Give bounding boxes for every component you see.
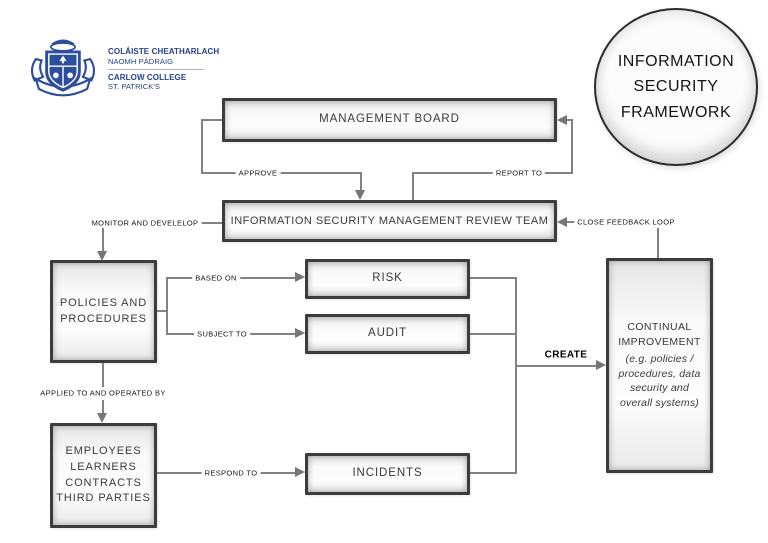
arrow-left-icon xyxy=(557,217,567,227)
node-review-team: INFORMATION SECURITY MANAGEMENT REVIEW T… xyxy=(222,200,557,242)
connector-approve xyxy=(201,119,222,121)
connector-applied-to xyxy=(102,363,104,387)
node-risk: RISK xyxy=(305,259,470,299)
connector-audit-out xyxy=(470,333,517,335)
college-logo: COLÁISTE CHEATHARLACH NAOMH PÁDRAIG CARL… xyxy=(26,34,219,104)
connector-report-to xyxy=(412,172,573,174)
connector-approve xyxy=(360,172,362,192)
edge-label-monitor: MONITOR AND DEVELELOP xyxy=(88,218,202,228)
logo-irish-subtitle: NAOMH PÁDRAIG xyxy=(108,56,174,66)
connector-risk-out xyxy=(470,277,517,279)
connector-merge xyxy=(515,277,517,474)
edge-label-subject-to: SUBJECT TO xyxy=(194,329,250,339)
connector-close-loop xyxy=(657,228,659,258)
edge-label-approve: APPROVE xyxy=(235,168,281,178)
connector-monitor xyxy=(102,228,104,253)
connector-report-to xyxy=(412,173,414,200)
logo-divider xyxy=(108,68,204,70)
connector-monitor xyxy=(196,222,222,224)
arrow-right-icon xyxy=(596,360,606,370)
connector-create xyxy=(515,365,597,367)
connector-approve xyxy=(201,172,361,174)
connector-report-to xyxy=(566,119,573,121)
edge-label-applied-to: APPLIED TO AND OPERATED BY xyxy=(37,388,169,398)
edge-label-create: CREATE xyxy=(541,349,591,361)
arrow-right-icon xyxy=(295,328,305,338)
framework-title: INFORMATION SECURITY FRAMEWORK xyxy=(617,52,735,121)
connector-close-loop xyxy=(567,221,581,223)
connector-approve xyxy=(201,119,203,173)
edge-label-based-on: BASED ON xyxy=(192,273,240,283)
node-incidents: INCIDENTS xyxy=(305,453,470,495)
framework-title-circle: INFORMATION SECURITY FRAMEWORK xyxy=(594,8,758,166)
continual-improvement-note: (e.g. policies / procedures, data securi… xyxy=(618,352,701,409)
college-crest-icon xyxy=(30,39,96,97)
arrow-right-icon xyxy=(295,467,305,477)
node-people: EMPLOYEES LEARNERS CONTRACTS THIRD PARTI… xyxy=(50,423,157,528)
node-audit: AUDIT xyxy=(305,314,470,354)
connector-incidents-out xyxy=(470,472,517,474)
logo-irish-name: COLÁISTE CHEATHARLACH xyxy=(108,46,220,56)
edge-label-report-to: REPORT TO xyxy=(492,168,546,178)
connector-policies-branch xyxy=(166,277,168,335)
node-policies-procedures: POLICIES AND PROCEDURES xyxy=(50,260,157,363)
connector-report-to xyxy=(571,119,573,174)
node-management-board: MANAGEMENT BOARD xyxy=(222,98,557,142)
arrow-down-icon xyxy=(355,190,365,200)
continual-improvement-title: CONTINUAL IMPROVEMENT xyxy=(618,321,701,349)
connector-applied-to xyxy=(102,400,104,415)
arrow-down-icon xyxy=(97,251,107,261)
arrow-left-icon xyxy=(557,115,567,125)
arrow-down-icon xyxy=(97,413,107,423)
edge-label-respond-to: RESPOND TO xyxy=(201,468,261,478)
connector-policies-branch xyxy=(157,310,168,312)
edge-label-close-loop: CLOSE FEEDBACK LOOP xyxy=(574,217,678,227)
logo-english-name: CARLOW COLLEGE xyxy=(108,72,187,82)
logo-english-subtitle: ST. PATRICK'S xyxy=(108,82,161,92)
arrow-right-icon xyxy=(295,272,305,282)
node-continual-improvement: CONTINUAL IMPROVEMENT (e.g. policies / p… xyxy=(606,258,713,473)
college-logo-text: COLÁISTE CHEATHARLACH NAOMH PÁDRAIG CARL… xyxy=(108,47,219,91)
